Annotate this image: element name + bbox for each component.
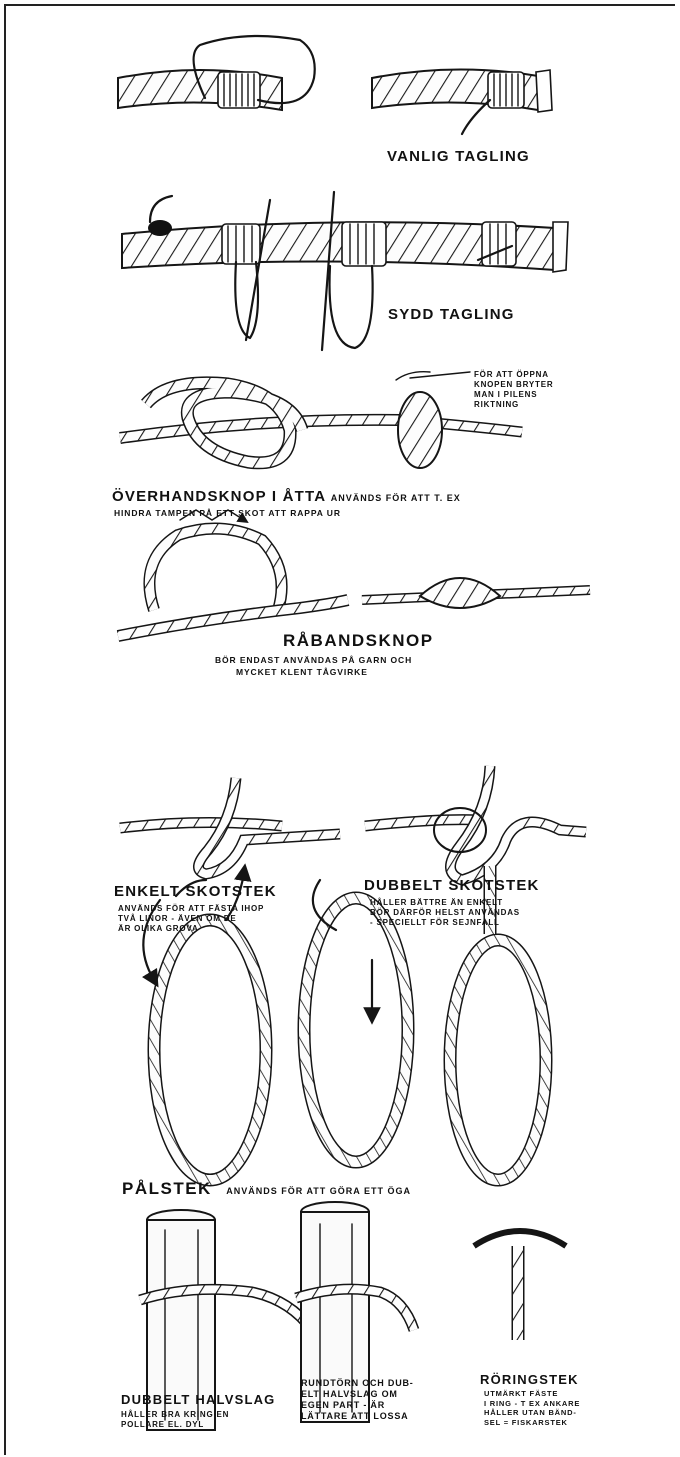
desc-line: TVÅ LINOR - ÄVEN OM DE bbox=[118, 914, 264, 924]
rabandsknop-illustration bbox=[118, 510, 590, 636]
palstek-desc: ANVÄNDS FÖR ATT GÖRA ETT ÖGA bbox=[226, 1186, 411, 1196]
caption-line: EGEN PART - ÄR bbox=[301, 1400, 414, 1411]
desc-line: POLLARE EL. DYL bbox=[121, 1420, 229, 1430]
overhand-desc-line-2: HINDRA TAMPEN PÅ ETT SKOT ATT RAPPA UR bbox=[114, 508, 341, 519]
enkelt-skotstek-desc: ANVÄNDS FÖR ATT FÄSTA IHOP TVÅ LINOR - Ä… bbox=[118, 904, 264, 934]
vanlig-tagling-title: VANLIG TAGLING bbox=[387, 148, 530, 165]
caption-line: ELT HALVSLAG OM bbox=[301, 1389, 414, 1400]
dubbelt-halvslag-title: DUBBELT HALVSLAG bbox=[121, 1392, 276, 1407]
rabandsknop-title: RÅBANDSKNOP bbox=[283, 631, 434, 651]
desc-line: HÅLLER BRA KRING EN bbox=[121, 1410, 229, 1420]
dubbelt-halvslag-desc: HÅLLER BRA KRING EN POLLARE EL. DYL bbox=[121, 1410, 229, 1430]
desc-line: HÅLLER BÄTTRE ÄN ENKELT bbox=[370, 898, 520, 908]
desc-line: BÖR DÄRFÖR HELST ANVÄNDAS bbox=[370, 908, 520, 918]
rabandsknop-desc-line-2: MYCKET KLENT TÅGVIRKE bbox=[236, 667, 368, 678]
desc-line: ANVÄNDS FÖR ATT FÄSTA IHOP bbox=[118, 904, 264, 914]
sydd-tagling-illustration bbox=[122, 192, 568, 350]
rabandsknop-desc-line-1: BÖR ENDAST ANVÄNDAS PÅ GARN OCH bbox=[215, 655, 412, 666]
overhand-desc-line-1: ANVÄNDS FÖR ATT T. EX bbox=[331, 493, 461, 503]
overhand-title: ÖVERHANDSKNOP I ÅTTA bbox=[112, 488, 326, 505]
caption-line: LÄTTARE ATT LOSSA bbox=[301, 1411, 414, 1422]
overhand-caption: ÖVERHANDSKNOP I ÅTTA ANVÄNDS FÖR ATT T. … bbox=[112, 488, 461, 506]
desc-line: UTMÄRKT FÄSTE bbox=[484, 1389, 580, 1399]
note-line: KNOPEN BRYTER bbox=[474, 380, 553, 390]
overhandsknop-illustration bbox=[120, 372, 522, 468]
note-line: MAN I PILENS bbox=[474, 390, 553, 400]
dubbelt-skotstek-desc: HÅLLER BÄTTRE ÄN ENKELT BÖR DÄRFÖR HELST… bbox=[370, 898, 520, 928]
overhand-note: FÖR ATT ÖPPNA KNOPEN BRYTER MAN I PILENS… bbox=[474, 370, 553, 410]
desc-line: ÄR OLIKA GROVA bbox=[118, 924, 264, 934]
desc-line: I RING - T EX ANKARE bbox=[484, 1399, 580, 1409]
sydd-tagling-title: SYDD TAGLING bbox=[388, 306, 515, 323]
vanlig-tagling-illustration bbox=[118, 36, 552, 134]
note-line: FÖR ATT ÖPPNA bbox=[474, 370, 553, 380]
dubbelt-skotstek-title: DUBBELT SKOTSTEK bbox=[364, 877, 540, 894]
palstek-title: PÅLSTEK bbox=[122, 1179, 212, 1198]
palstek-caption: PÅLSTEK ANVÄNDS FÖR ATT GÖRA ETT ÖGA bbox=[122, 1179, 411, 1199]
caption-line: RUNDTÖRN OCH DUB- bbox=[301, 1378, 414, 1389]
roringstek-desc: UTMÄRKT FÄSTE I RING - T EX ANKARE HÅLLE… bbox=[484, 1389, 580, 1427]
desc-line: HÅLLER UTAN BÄND- bbox=[484, 1408, 580, 1418]
skotstek-illustrations bbox=[120, 766, 586, 880]
rundtorn-caption: RUNDTÖRN OCH DUB- ELT HALVSLAG OM EGEN P… bbox=[301, 1378, 414, 1422]
desc-line: SEL = FISKARSTEK bbox=[484, 1418, 580, 1428]
note-line: RIKTNING bbox=[474, 400, 553, 410]
roringstek-title: RÖRINGSTEK bbox=[480, 1372, 579, 1387]
enkelt-skotstek-title: ENKELT SKOTSTEK bbox=[114, 883, 277, 900]
desc-line: - SPECIELLT FÖR SEJNFALL bbox=[370, 918, 520, 928]
